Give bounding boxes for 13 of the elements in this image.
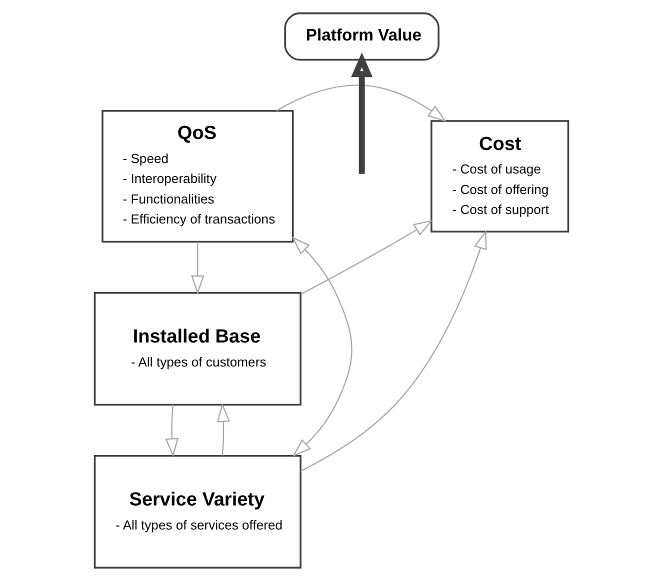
node-box: Service Variety - All types of services offered [93, 454, 301, 569]
node-box: Platform Value [284, 12, 439, 61]
arrow [300, 220, 432, 295]
arrow [350, 52, 372, 174]
node-box: QoS - Speed - Interoperability - Functionalities - Efficiency of transactions [101, 110, 294, 243]
arrow [164, 404, 178, 458]
arrow [291, 236, 352, 457]
arrow [190, 242, 204, 294]
node-box: Cost - Cost of usage - Cost of offering - Cost of support [430, 120, 569, 232]
arrow [276, 84, 446, 122]
node-box: Installed Base - All types of customers [93, 292, 301, 406]
arrow [300, 230, 486, 472]
arrow [216, 403, 230, 456]
